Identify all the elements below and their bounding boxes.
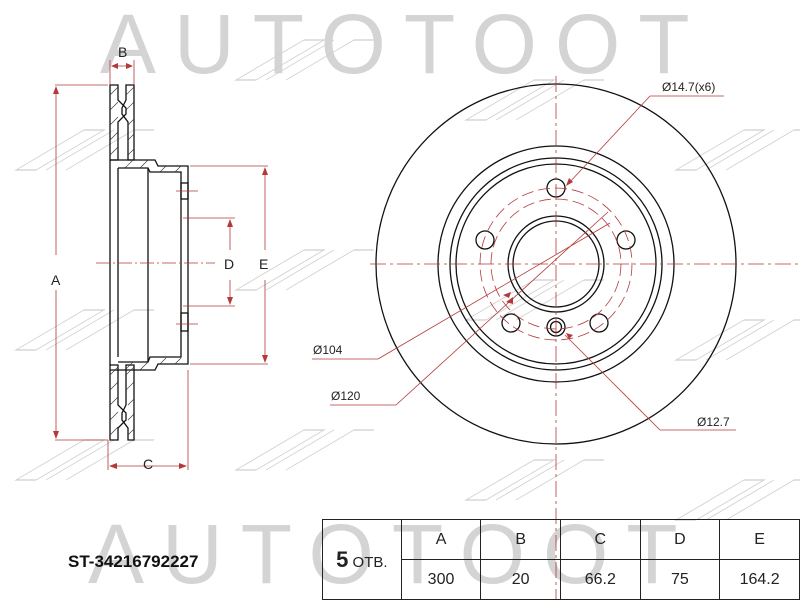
callout-small-hole: Ø12.7 [697, 415, 730, 429]
value-e: 164.2 [719, 559, 800, 600]
section-hatching [109, 86, 182, 436]
callout-pcd-104: Ø104 [313, 343, 343, 357]
value-c: 66.2 [559, 559, 641, 600]
value-d: 75 [639, 559, 721, 600]
header-a: A [400, 519, 482, 560]
table-value-row: 300 20 66.2 75 164.2 [323, 559, 800, 600]
value-a: 300 [400, 559, 482, 600]
holes-count-cell: 5 ОТВ. [322, 519, 402, 600]
header-d: D [639, 519, 721, 560]
spec-table: 5 ОТВ. A B C D E 300 20 66.2 75 164.2 [322, 519, 800, 600]
value-b: 20 [480, 559, 561, 600]
bolt-hole [501, 313, 521, 333]
header-e: E [719, 519, 800, 560]
header-b: B [480, 519, 561, 560]
header-c: C [559, 519, 641, 560]
label-a: A [51, 272, 61, 288]
watermark-text-top: AUTOTOOT [100, 0, 708, 91]
locating-hole [546, 317, 566, 337]
holes-count: 5 [336, 546, 349, 572]
part-number: ST-34216792227 [68, 552, 199, 571]
table-header-row: 5 ОТВ. A B C D E [322, 519, 800, 600]
side-arrowheads [53, 63, 268, 469]
label-c: C [143, 456, 154, 472]
callout-bolt-hole: Ø14.7(x6) [662, 80, 716, 94]
bolt-hole [616, 230, 636, 250]
front-arrowheads [503, 178, 573, 339]
label-d: D [224, 256, 235, 272]
disc-side-section [109, 84, 189, 441]
side-dimensions [55, 60, 268, 470]
callout-pcd-120: Ø120 [331, 389, 361, 403]
bolt-hole [475, 230, 495, 250]
label-e: E [259, 256, 269, 272]
front-dimensions [312, 76, 800, 600]
label-b: B [118, 44, 128, 60]
bolt-hole [589, 313, 609, 333]
holes-suffix: ОТВ. [352, 553, 388, 571]
